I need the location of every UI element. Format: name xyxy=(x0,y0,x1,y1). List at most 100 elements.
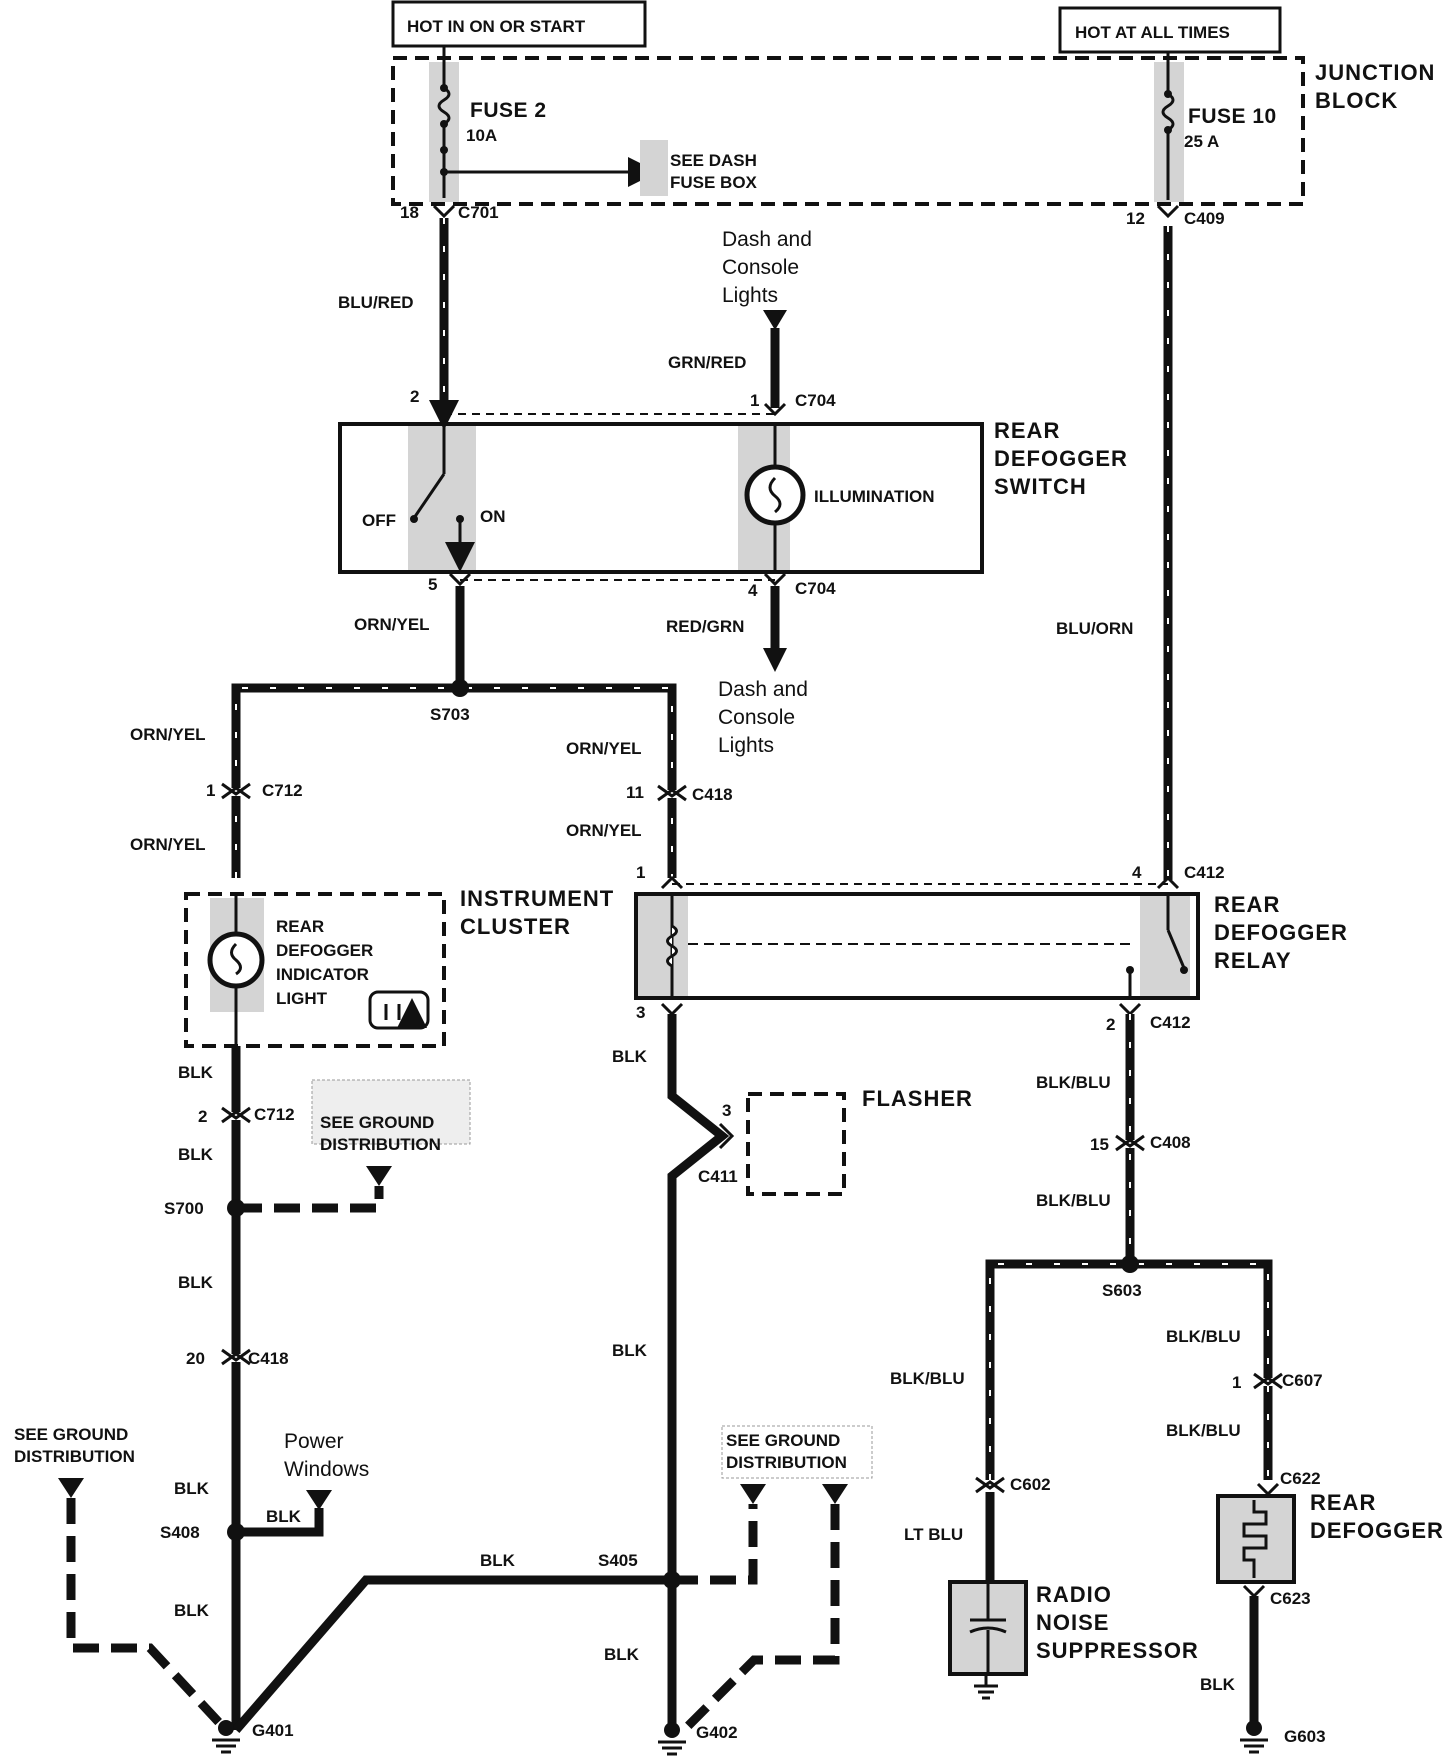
wire-blk-label-3: BLK xyxy=(178,1273,214,1292)
wire-blk-blu-label-1: BLK/BLU xyxy=(1036,1073,1111,1092)
c704-top-label: C704 xyxy=(795,391,836,410)
c412-pin-1: 1 xyxy=(636,863,645,882)
c411-label: C411 xyxy=(698,1167,738,1186)
switch-title-1: REAR xyxy=(994,418,1060,443)
wire-blk-flasher xyxy=(667,1014,730,1730)
c607-pin: 1 xyxy=(1232,1373,1241,1392)
suppressor-title-2: NOISE xyxy=(1036,1610,1109,1635)
wire-blk-label-g402: BLK xyxy=(604,1645,640,1664)
indicator-label-4: LIGHT xyxy=(276,989,328,1008)
wire-orn-yel-label-left-2: ORN/YEL xyxy=(130,835,206,854)
wire-grn-red-label: GRN/RED xyxy=(668,353,746,372)
ground-dist-box-1 xyxy=(311,1079,471,1145)
wire-blk-label-flasher: BLK xyxy=(612,1341,648,1360)
dash-lights-bottom-3: Lights xyxy=(718,734,774,757)
see-dash-line-2: FUSE BOX xyxy=(670,173,758,192)
junction-block-title-2: BLOCK xyxy=(1315,88,1398,113)
c607-label: C607 xyxy=(1282,1371,1323,1390)
relay-title-2: DEFOGGER xyxy=(1214,920,1348,945)
power-windows-line-1: Power xyxy=(284,1430,344,1453)
wire-blk-blu-label-5: BLK/BLU xyxy=(1166,1421,1241,1440)
ground-g603-icon xyxy=(1240,1720,1268,1754)
splice-s700 xyxy=(227,1199,245,1217)
wire-red-grn-label: RED/GRN xyxy=(666,617,744,636)
hot-always-box xyxy=(1058,6,1282,54)
indicator-label-3: INDICATOR xyxy=(276,965,369,984)
c623-label: C623 xyxy=(1270,1589,1311,1608)
fuse2-rating: 10A xyxy=(466,126,497,145)
c408-label: C408 xyxy=(1150,1133,1191,1152)
switch-pin-5: 5 xyxy=(428,575,437,594)
g603-label: G603 xyxy=(1284,1727,1326,1746)
flasher-box xyxy=(746,1092,846,1196)
c622-label: C622 xyxy=(1280,1469,1321,1488)
indicator-label-2: DEFOGGER xyxy=(276,941,373,960)
relay-title-1: REAR xyxy=(1214,892,1280,917)
c412-pin-3: 3 xyxy=(636,1003,645,1022)
wire-orn-yel-label-left: ORN/YEL xyxy=(130,725,206,744)
wire-blk-blu-label-3: BLK/BLU xyxy=(890,1369,965,1388)
dash-lights-bottom-1: Dash and xyxy=(718,678,808,701)
dash-lights-bottom-2: Console xyxy=(718,706,795,729)
wire-blk-label-4: BLK xyxy=(174,1479,210,1498)
s700-label: S700 xyxy=(164,1199,204,1218)
wire-blk-label-1: BLK xyxy=(178,1063,214,1082)
cluster-title-1: INSTRUMENT xyxy=(460,886,614,911)
s703-label: S703 xyxy=(430,705,470,724)
wire-ground-dist-2 xyxy=(66,1498,230,1734)
fuse10-symbol xyxy=(1161,92,1175,132)
wire-lt-blu-label: LT BLU xyxy=(904,1525,963,1544)
c712-bottom-label: C712 xyxy=(254,1105,295,1124)
ground-dist-2-line-2: DISTRIBUTION xyxy=(14,1447,135,1466)
c418-pin-20: 20 xyxy=(186,1349,205,1368)
wire-blk-label-2: BLK xyxy=(178,1145,214,1164)
wire-blk-label-s405: BLK xyxy=(480,1551,516,1570)
c408-pin: 15 xyxy=(1090,1135,1109,1154)
c602-label: C602 xyxy=(1010,1475,1051,1494)
indicator-label-1: REAR xyxy=(276,917,324,936)
switch-title-2: DEFOGGER xyxy=(994,446,1128,471)
dash-lights-top-3: Lights xyxy=(722,284,778,307)
fuse2-symbol xyxy=(437,86,451,126)
flasher-title: FLASHER xyxy=(862,1086,973,1111)
switch-pin-2: 2 xyxy=(410,387,419,406)
suppressor-title-1: RADIO xyxy=(1036,1582,1112,1607)
c704-pin-1: 1 xyxy=(750,391,759,410)
splice-s603 xyxy=(1121,1255,1139,1273)
relay-contact-icon xyxy=(1166,929,1186,969)
c411-pin: 3 xyxy=(722,1101,731,1120)
switch-blade xyxy=(412,473,446,519)
illumination-label: ILLUMINATION xyxy=(814,487,935,506)
wire-blu-orn-label: BLU/ORN xyxy=(1056,619,1133,638)
c418-top-label: C418 xyxy=(692,785,733,804)
c412-pin-4: 4 xyxy=(1132,863,1142,882)
ground-dist-2-line-1: SEE GROUND xyxy=(14,1425,128,1444)
wire-blk-s405 xyxy=(232,1575,672,1733)
wire-blk-label-g603: BLK xyxy=(1200,1675,1236,1694)
wire-ground-dist-3 xyxy=(672,1504,758,1585)
power-windows-line-2: Windows xyxy=(284,1458,369,1481)
cluster-title-2: CLUSTER xyxy=(460,914,571,939)
splice-s408 xyxy=(227,1523,245,1541)
relay-title-3: RELAY xyxy=(1214,948,1292,973)
wire-blk-blu-label-4: BLK/BLU xyxy=(1166,1327,1241,1346)
suppressor-title-3: SUPPRESSOR xyxy=(1036,1638,1199,1663)
c409-label: C409 xyxy=(1184,209,1225,228)
capacitor-icon xyxy=(969,1584,1007,1672)
c418-pin-11: 11 xyxy=(626,783,644,802)
fuse10-rating: 25 A xyxy=(1184,132,1219,151)
fuse10-name: FUSE 10 xyxy=(1188,105,1277,128)
c704-bottom-label: C704 xyxy=(795,579,836,598)
c412-bottom-label: C412 xyxy=(1150,1013,1191,1032)
hot-in-run-box xyxy=(391,0,647,48)
c409-pin: 12 xyxy=(1126,209,1145,228)
rear-defogger-relay-box xyxy=(634,892,1200,1000)
switch-on-label: ON xyxy=(480,507,506,526)
switch-title-3: SWITCH xyxy=(994,474,1087,499)
dash-lights-top-2: Console xyxy=(722,256,799,279)
defogger-title-1: REAR xyxy=(1310,1490,1376,1515)
junction-block-title-1: JUNCTION xyxy=(1315,60,1435,85)
wire-ground-dist-4 xyxy=(680,1504,840,1734)
wire-blu-red-label: BLU/RED xyxy=(338,293,414,312)
